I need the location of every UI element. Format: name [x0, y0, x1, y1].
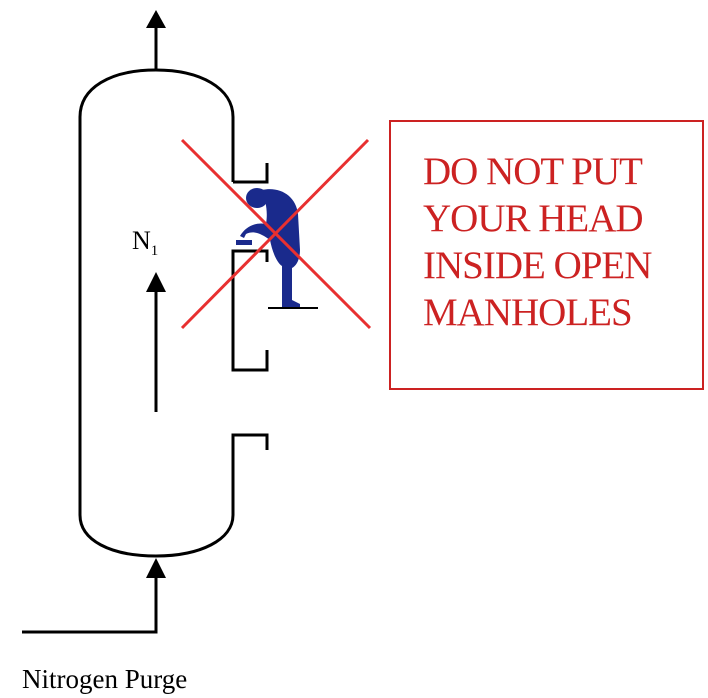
- vessel-outline: [78, 68, 235, 558]
- gas-symbol: N: [132, 226, 151, 255]
- cross-line-2: [180, 138, 370, 330]
- warning-line-3: INSIDE OPEN: [423, 244, 652, 287]
- gas-subscript: 1: [150, 243, 159, 260]
- warning-line-1: DO NOT PUT: [423, 150, 643, 193]
- lower-manhole-flange: [231, 433, 269, 450]
- person-silhouette-icon: [236, 188, 300, 308]
- inlet-pipe: [22, 578, 158, 634]
- gas-label: N1: [132, 226, 158, 260]
- warning-line-2: YOUR HEAD: [423, 197, 644, 240]
- top-outlet-arrow: [146, 10, 166, 28]
- flow-arrow-head: [146, 272, 166, 292]
- inlet-label: Nitrogen Purge: [22, 664, 188, 694]
- upper-manhole-top-flange: [233, 163, 269, 184]
- upper-manhole-mid-flange: [231, 249, 269, 372]
- warning-line-4: MANHOLES: [423, 291, 633, 334]
- inlet-arrow: [146, 558, 166, 578]
